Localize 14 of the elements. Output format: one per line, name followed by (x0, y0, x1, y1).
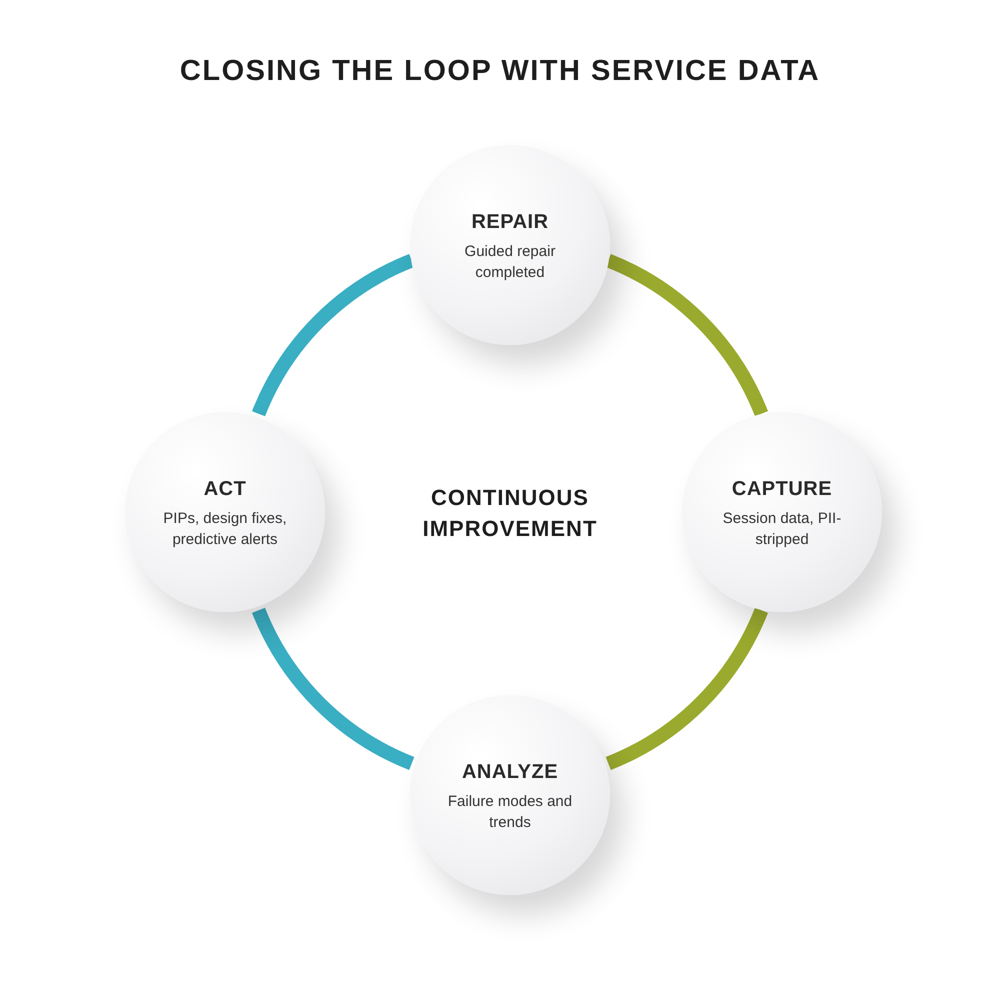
step-heading: REPAIR (471, 210, 549, 235)
step-description: Failure modes and trends (446, 792, 574, 833)
step-description: Session data, PII-stripped (722, 509, 842, 550)
step-heading: ANALYZE (462, 760, 558, 785)
connector-arc (252, 607, 415, 770)
title: CLOSING THE LOOP WITH SERVICE DATA (180, 54, 820, 89)
step-heading: CAPTURE (732, 477, 832, 502)
step-description: PIPs, design fixes, predictive alerts (162, 509, 288, 550)
center-label: CONTINUOUS IMPROVEMENT (422, 484, 598, 543)
connector-arc (605, 607, 768, 770)
step-heading: ACT (204, 477, 246, 502)
connector-arc (605, 254, 768, 417)
step-description: Guided repair completed (464, 242, 556, 283)
connector-arc (252, 254, 415, 417)
